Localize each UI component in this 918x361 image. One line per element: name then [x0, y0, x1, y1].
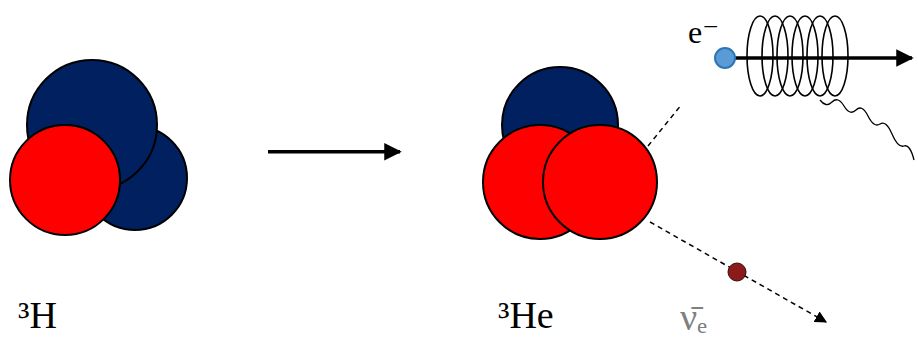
nucleon-group — [10, 60, 190, 240]
antineutrino-dot — [728, 263, 746, 281]
proton — [10, 125, 120, 235]
nuclide-label: ³H — [18, 296, 57, 334]
nucleon-group — [483, 62, 659, 240]
neutrino-track — [650, 222, 826, 322]
particle-label: e⁻ — [688, 16, 719, 48]
photon-wave — [820, 100, 914, 160]
electron-dot — [715, 48, 735, 68]
cyclotron-helix — [747, 16, 848, 96]
decay-arrow — [268, 150, 400, 154]
electron-track — [648, 104, 682, 146]
nucleus: ³H — [10, 60, 190, 240]
nuclide-label: ³He — [498, 296, 554, 334]
particle-label: ν̄ₑ — [680, 298, 707, 336]
nucleus: ³He — [483, 62, 659, 240]
proton — [543, 125, 657, 239]
